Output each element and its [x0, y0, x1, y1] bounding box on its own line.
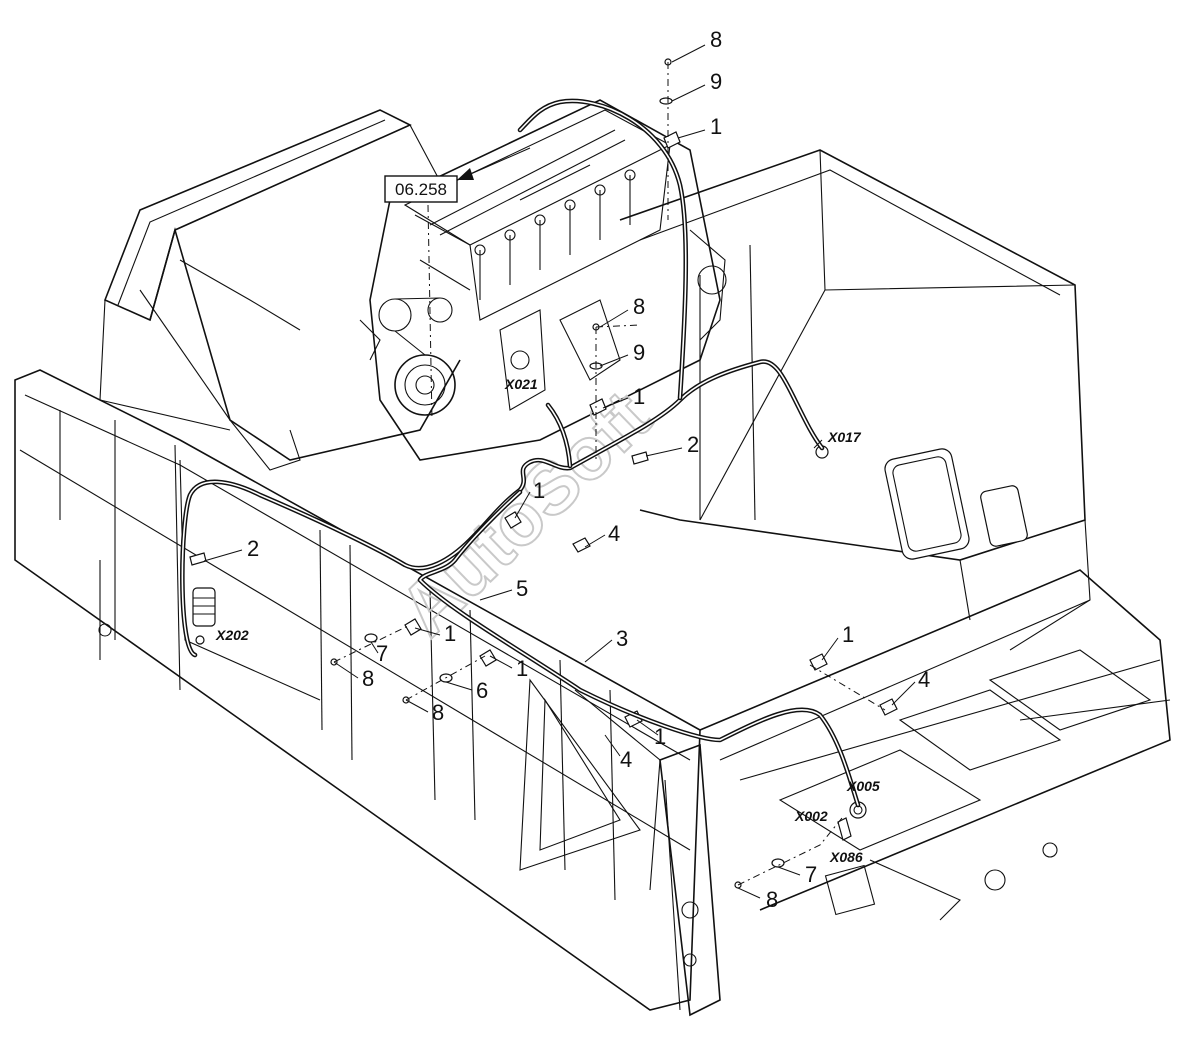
callout-numbers: 8 9 1 8 9 1 2 1 4 5 2 3 1 7 1 8 6 8 1 4 … — [247, 27, 930, 912]
callout-label: 8 — [362, 666, 374, 691]
engine-drawing — [359, 99, 727, 461]
reference-arrow-icon — [457, 168, 474, 180]
callout-label: 7 — [805, 862, 817, 887]
connector-label: X202 — [215, 627, 249, 643]
connector-label: X021 — [504, 376, 538, 392]
callout-label: 4 — [608, 521, 620, 546]
watermark: AutoSoft — [383, 375, 665, 652]
callout-label: 3 — [616, 626, 628, 651]
callout-label: 1 — [633, 384, 645, 409]
callout-label: 1 — [842, 622, 854, 647]
callout-label: 1 — [516, 656, 528, 681]
callout-label: 8 — [633, 294, 645, 319]
callout-label: 9 — [710, 69, 722, 94]
leader-lines — [203, 44, 916, 899]
callout-label: 4 — [620, 747, 632, 772]
callout-label: 1 — [444, 621, 456, 646]
connector-label: X002 — [794, 808, 828, 824]
callout-label: 5 — [516, 576, 528, 601]
callout-label: 2 — [687, 432, 699, 457]
callout-label: 4 — [918, 667, 930, 692]
callout-label: 1 — [654, 724, 666, 749]
callout-label: 7 — [376, 641, 388, 666]
assembly-axes — [333, 62, 886, 886]
connector-labels: X021 X017 X202 X005 X002 X086 — [215, 376, 880, 865]
connector-label: X086 — [829, 849, 863, 865]
callout-label: 9 — [633, 340, 645, 365]
callout-label: 6 — [476, 678, 488, 703]
reference-label: 06.258 — [395, 180, 447, 199]
callout-label: 8 — [432, 700, 444, 725]
reference-box: 06.258 — [384, 147, 531, 203]
machine-frame-drawing — [14, 109, 1171, 1017]
callout-label: 8 — [710, 27, 722, 52]
callout-label: 1 — [710, 114, 722, 139]
wiring-harness — [180, 98, 861, 808]
callout-label: 1 — [533, 478, 545, 503]
connector-label: X005 — [846, 778, 880, 794]
callout-label: 8 — [766, 887, 778, 912]
connector-label: X017 — [827, 429, 862, 445]
callout-label: 2 — [247, 536, 259, 561]
